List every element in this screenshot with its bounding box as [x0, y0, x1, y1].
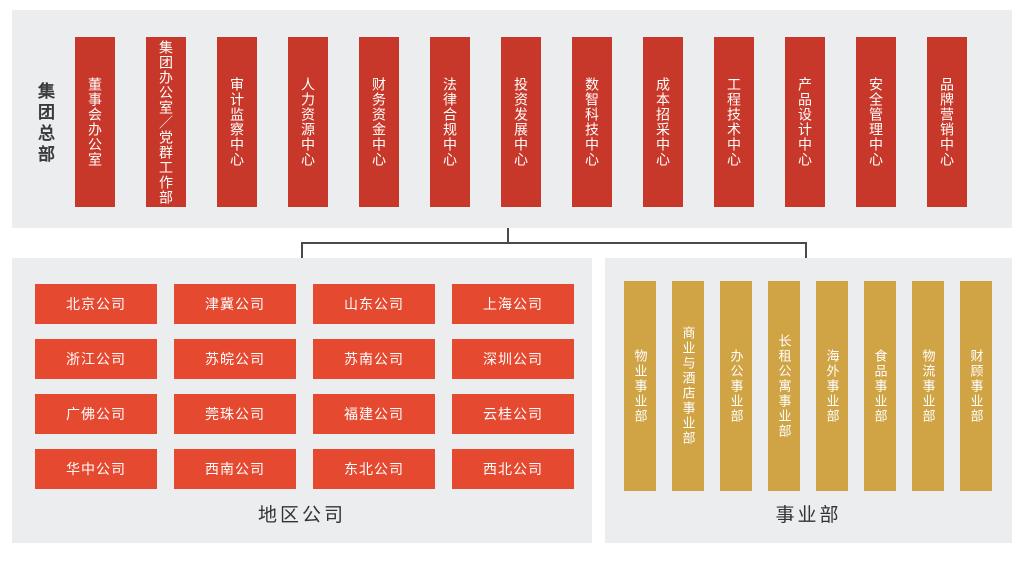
business-division-label: 商业与酒店事业部	[680, 326, 696, 446]
department-label: 审计监察中心	[229, 77, 245, 167]
department-bar: 审计监察中心	[217, 37, 257, 207]
department-bar: 投资发展中心	[501, 37, 541, 207]
connector-horizontal	[301, 242, 807, 244]
business-division-label: 物流事业部	[920, 348, 936, 424]
business-division-list: 物业事业部 商业与酒店事业部 办公事业部 长租公寓事业部 海外事业部 食品事业部…	[624, 281, 992, 491]
regional-company-cell: 苏皖公司	[174, 339, 296, 379]
regional-company-cell: 津冀公司	[174, 284, 296, 324]
department-label: 产品设计中心	[797, 77, 813, 167]
department-label: 集团办公室／党群工作部	[158, 39, 174, 205]
regional-company-cell: 西南公司	[174, 449, 296, 489]
department-label: 董事会办公室	[87, 77, 103, 167]
regional-companies-panel: 北京公司津冀公司山东公司上海公司浙江公司苏皖公司苏南公司深圳公司广佛公司莞珠公司…	[12, 258, 592, 543]
department-bar: 工程技术中心	[714, 37, 754, 207]
business-division-label: 海外事业部	[824, 348, 840, 424]
department-bar: 董事会办公室	[75, 37, 115, 207]
regional-company-cell: 西北公司	[452, 449, 574, 489]
connector-right-drop	[805, 243, 807, 258]
regional-company-cell: 上海公司	[452, 284, 574, 324]
business-divisions-caption: 事业部	[775, 505, 842, 526]
department-label: 品牌营销中心	[939, 77, 955, 167]
regional-company-cell: 苏南公司	[313, 339, 435, 379]
regional-company-cell: 深圳公司	[452, 339, 574, 379]
department-bar: 安全管理中心	[856, 37, 896, 207]
department-label: 财务资金中心	[371, 77, 387, 167]
department-bar: 人力资源中心	[288, 37, 328, 207]
business-division-label: 办公事业部	[728, 348, 744, 424]
department-bar: 集团办公室／党群工作部	[146, 37, 186, 207]
regional-company-cell: 北京公司	[35, 284, 157, 324]
headquarters-title: 集团总部	[35, 82, 54, 166]
headquarters-panel: 集团总部 董事会办公室 集团办公室／党群工作部 审计监察中心 人力资源中心 财务…	[12, 10, 1012, 228]
regional-company-cell: 广佛公司	[35, 394, 157, 434]
business-division-bar: 海外事业部	[816, 281, 848, 491]
regional-company-cell: 山东公司	[313, 284, 435, 324]
department-label: 成本招采中心	[655, 77, 671, 167]
department-bar: 财务资金中心	[359, 37, 399, 207]
department-label: 工程技术中心	[726, 77, 742, 167]
business-division-bar: 长租公寓事业部	[768, 281, 800, 491]
department-bar: 产品设计中心	[785, 37, 825, 207]
department-label: 安全管理中心	[868, 77, 884, 167]
connector-stem	[507, 228, 509, 243]
department-label: 投资发展中心	[513, 77, 529, 167]
department-label: 数智科技中心	[584, 77, 600, 167]
business-division-bar: 办公事业部	[720, 281, 752, 491]
department-label: 人力资源中心	[300, 77, 316, 167]
regional-companies-caption: 地区公司	[257, 505, 346, 526]
business-division-label: 长租公寓事业部	[776, 333, 792, 439]
department-list: 董事会办公室 集团办公室／党群工作部 审计监察中心 人力资源中心 财务资金中心 …	[75, 37, 967, 207]
regional-company-cell: 莞珠公司	[174, 394, 296, 434]
regional-company-cell: 云桂公司	[452, 394, 574, 434]
connector-left-drop	[301, 243, 303, 258]
business-division-label: 物业事业部	[632, 348, 648, 424]
department-bar: 成本招采中心	[643, 37, 683, 207]
business-division-label: 食品事业部	[872, 348, 888, 424]
department-bar: 品牌营销中心	[927, 37, 967, 207]
business-division-bar: 财顾事业部	[960, 281, 992, 491]
regional-company-cell: 华中公司	[35, 449, 157, 489]
department-bar: 数智科技中心	[572, 37, 612, 207]
regional-company-cell: 福建公司	[313, 394, 435, 434]
business-divisions-panel: 物业事业部 商业与酒店事业部 办公事业部 长租公寓事业部 海外事业部 食品事业部…	[605, 258, 1012, 543]
business-division-bar: 食品事业部	[864, 281, 896, 491]
business-division-label: 财顾事业部	[968, 348, 984, 424]
business-division-bar: 商业与酒店事业部	[672, 281, 704, 491]
business-division-bar: 物业事业部	[624, 281, 656, 491]
regional-company-cell: 浙江公司	[35, 339, 157, 379]
department-bar: 法律合规中心	[430, 37, 470, 207]
department-label: 法律合规中心	[442, 77, 458, 167]
business-division-bar: 物流事业部	[912, 281, 944, 491]
regional-company-cell: 东北公司	[313, 449, 435, 489]
regional-company-grid: 北京公司津冀公司山东公司上海公司浙江公司苏皖公司苏南公司深圳公司广佛公司莞珠公司…	[35, 284, 574, 489]
